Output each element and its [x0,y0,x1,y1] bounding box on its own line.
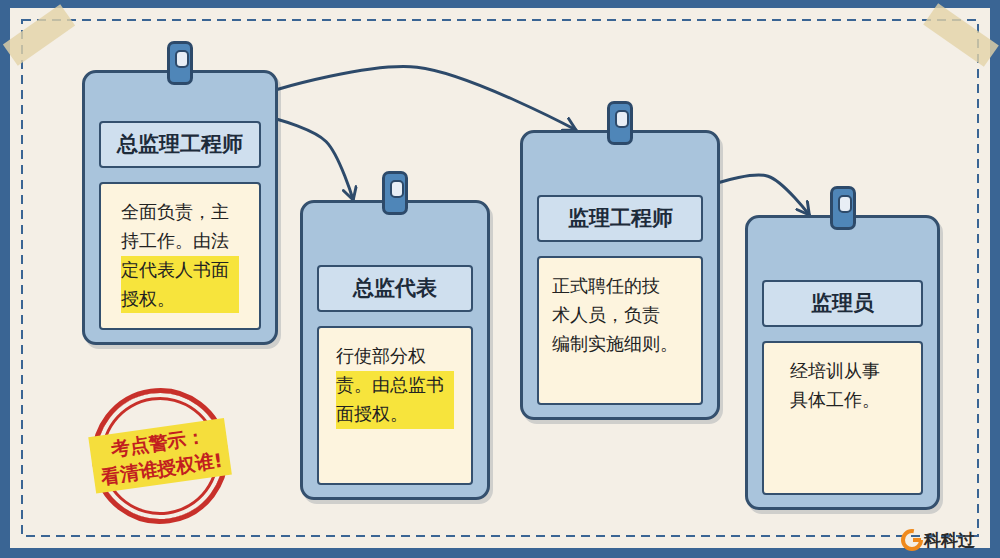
badge-clip [382,171,408,215]
tape-strip [923,3,999,67]
paper-sheet [10,8,990,548]
hierarchy-arrow [720,175,809,215]
badge-clip [607,101,633,145]
header-panel: 监理员 [762,280,923,327]
logo-ring [903,531,921,549]
body-panel: 经培训从事 具体工作。 [762,341,923,495]
logo-icon [903,531,921,549]
badge-card: 监理员经培训从事 具体工作。 [745,215,940,510]
stamp-text: 考点警示： 看清谁授权谁! [88,418,231,494]
role-description: 正式聘任的技 术人员，负责 编制实施细则。 [552,272,689,358]
hierarchy-arrow [278,120,353,201]
role-description: 行使部分权 责。由总监书 面授权。 [336,342,455,428]
header-panel: 总监理工程师 [99,121,261,168]
logo-bar [913,538,921,542]
header-panel: 总监代表 [317,265,473,312]
dashed-border [22,20,978,536]
body-panel: 正式聘任的技 术人员，负责 编制实施细则。 [537,256,703,405]
role-title: 总监代表 [325,275,465,302]
badge-card: 总监理工程师全面负责，主 持工作。由法 定代表人书面 授权。 [82,70,278,345]
body-panel: 全面负责，主 持工作。由法 定代表人书面 授权。 [99,182,261,330]
body-panel: 行使部分权 责。由总监书 面授权。 [317,326,473,485]
header-panel: 监理工程师 [537,195,703,242]
hierarchy-arrow [278,67,576,130]
role-title: 总监理工程师 [107,131,253,158]
brand-label: 科科过 [924,529,975,552]
role-description: 经培训从事 具体工作。 [790,357,894,415]
warning-stamp: 考点警示： 看清谁授权谁! [83,379,237,533]
badge-clip [167,41,193,85]
role-description: 全面负责，主 持工作。由法 定代表人书面 授权。 [121,198,240,313]
tape-strip [3,4,75,65]
role-title: 监理员 [770,290,915,317]
badge-clip [830,186,856,230]
badge-card: 总监代表行使部分权 责。由总监书 面授权。 [300,200,490,500]
badge-card: 监理工程师正式聘任的技 术人员，负责 编制实施细则。 [520,130,720,420]
role-title: 监理工程师 [545,205,695,232]
